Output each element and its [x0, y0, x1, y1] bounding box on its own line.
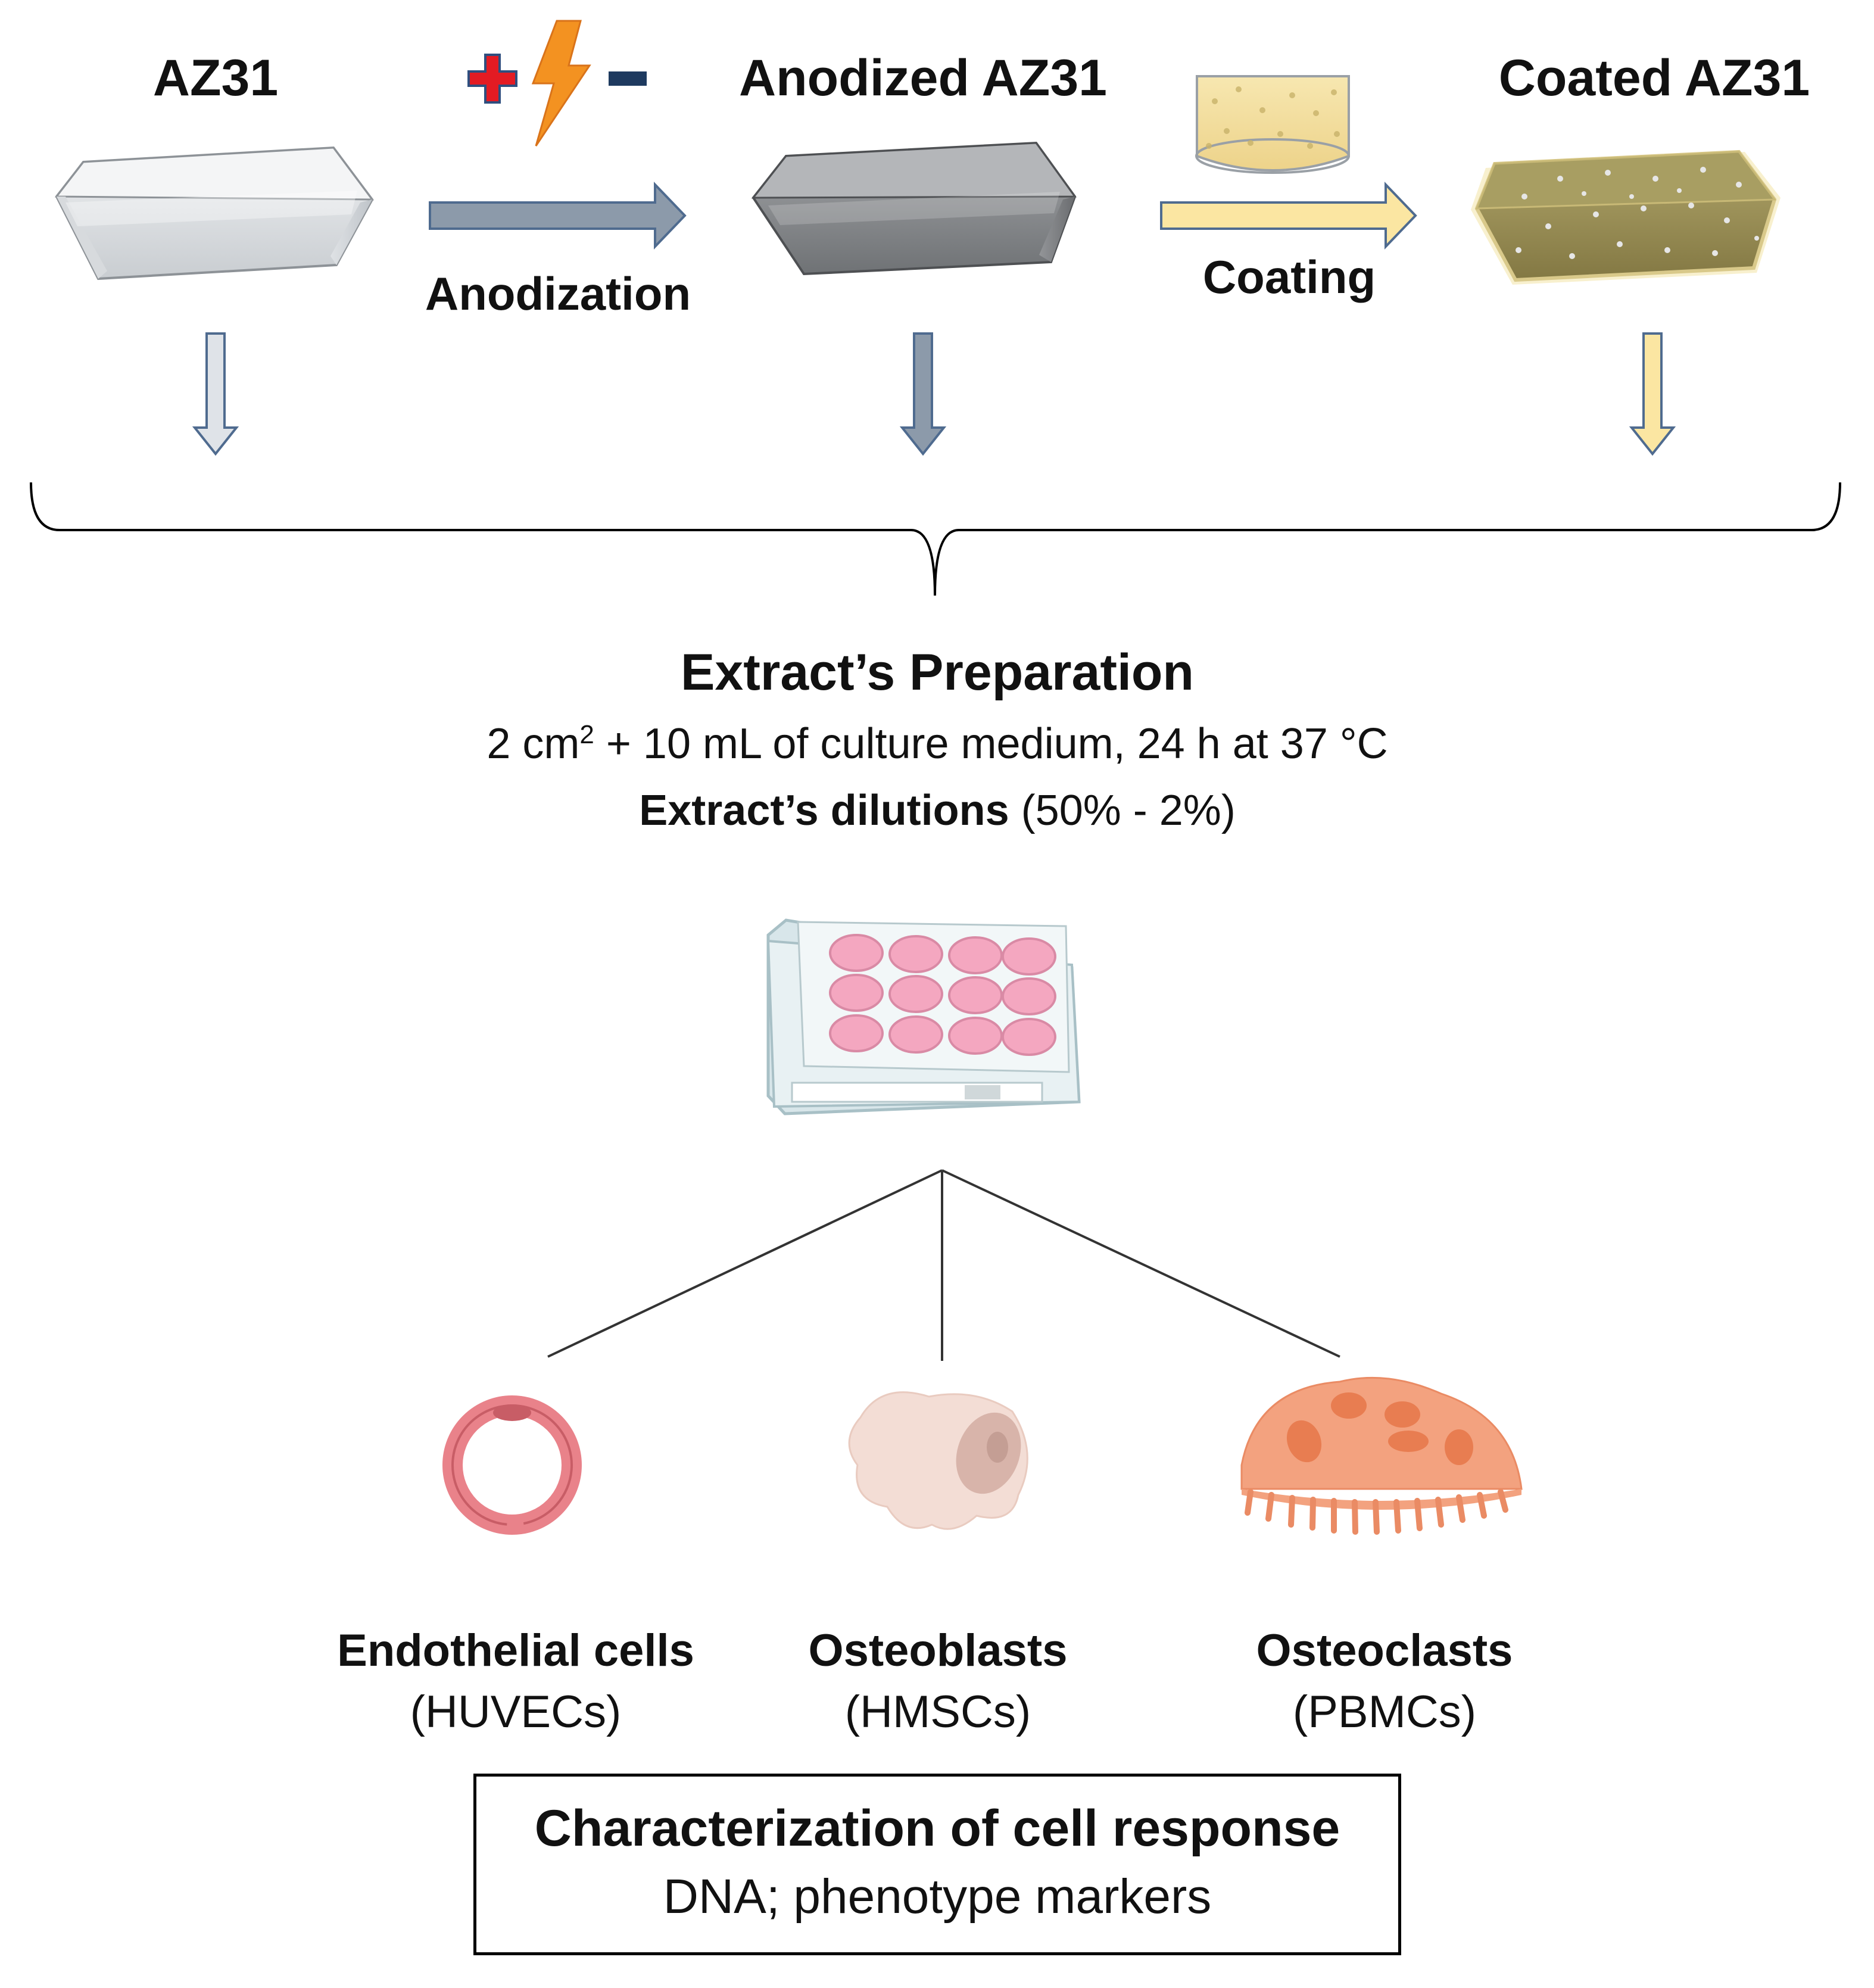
- anodization-step-label: Anodization: [425, 267, 691, 320]
- coated-down-arrow: [1629, 332, 1676, 456]
- osteoclast-cell-caption: Osteoclasts (PBMCs): [1256, 1625, 1513, 1738]
- coated-az31-block-image: [1471, 149, 1781, 285]
- endothelial-cell-name: Endothelial cells: [337, 1625, 694, 1676]
- anodized-az31-block-image: [751, 141, 1077, 276]
- coating-step-label: Coating: [1202, 251, 1376, 303]
- osteoclast-cell-icon: [1240, 1376, 1523, 1535]
- cell-response-detail: DNA; phenotype markers: [663, 1869, 1212, 1924]
- cell-response-title: Characterization of cell response: [534, 1800, 1340, 1857]
- extract-conditions: 2 cm2 + 10 mL of culture medium, 24 h at…: [487, 719, 1387, 768]
- osteoclast-nuclei: [1286, 1392, 1473, 1465]
- extract-dilutions-range: (50% - 2%): [1009, 787, 1236, 834]
- az31-block-image: [54, 146, 375, 281]
- osteoblast-cell-source: (HMSCs): [844, 1687, 1031, 1737]
- anodization-arrow: [429, 182, 687, 250]
- anodized-down-arrow: [899, 332, 947, 456]
- well-plate-image: [766, 918, 1081, 1115]
- extract-condition-superscript: 2: [579, 720, 594, 749]
- coating-particles: [1516, 167, 1759, 259]
- extract-title: Extract’s Preparation: [681, 644, 1194, 701]
- osteoblast-cell-icon: [848, 1391, 1028, 1530]
- cell-response-box: Characterization of cell response DNA; p…: [473, 1774, 1401, 1955]
- grouping-brace: [30, 482, 1841, 596]
- osteoblast-cell-caption: Osteoblasts (HMSCs): [808, 1625, 1067, 1738]
- extract-dilutions: Extract’s dilutions (50% - 2%): [639, 786, 1236, 835]
- extract-condition-prefix: 2 cm: [487, 720, 580, 768]
- endothelial-cell-source: (HUVECs): [410, 1687, 622, 1737]
- dish-particles: [1206, 86, 1340, 149]
- coated-az31-label: Coated AZ31: [1498, 49, 1810, 107]
- osteoblast-cell-name: Osteoblasts: [808, 1625, 1068, 1676]
- petri-dish-image: [1195, 75, 1350, 174]
- coating-arrow: [1160, 182, 1417, 250]
- osteoclast-cell-source: (PBMCs): [1292, 1687, 1477, 1737]
- endothelial-cell-icon: [442, 1395, 582, 1535]
- az31-label: AZ31: [152, 49, 279, 107]
- osteoclast-cell-name: Osteoclasts: [1256, 1625, 1513, 1676]
- az31-down-arrow: [192, 332, 239, 456]
- endothelial-cell-caption: Endothelial cells (HUVECs): [337, 1625, 694, 1738]
- extract-condition-suffix: + 10 mL of culture medium, 24 h at 37 °C: [594, 720, 1388, 768]
- osteoclast-ruffled-border: [1245, 1489, 1508, 1535]
- lightning-bolt-icon: [531, 20, 591, 147]
- extract-dilutions-label: Extract’s dilutions: [639, 787, 1009, 834]
- plus-icon: [467, 54, 517, 104]
- anodized-az31-label: Anodized AZ31: [739, 49, 1107, 107]
- well-plate-wells: [829, 934, 1056, 1056]
- branch-lines: [547, 1169, 1340, 1361]
- minus-icon: [609, 71, 647, 86]
